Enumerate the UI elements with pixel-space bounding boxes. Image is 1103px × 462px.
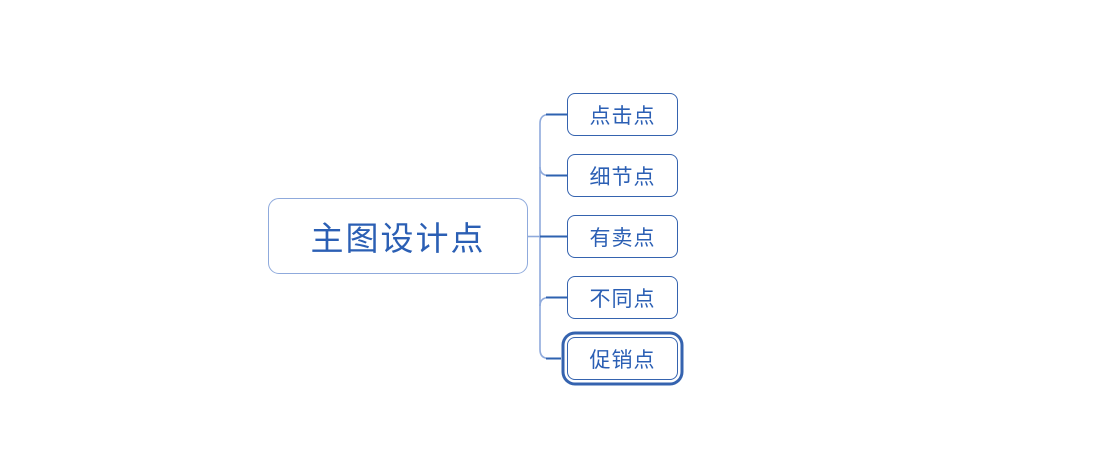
connector-elbow-child-2	[539, 166, 550, 177]
subtopic-node-click-point[interactable]: 点击点	[567, 93, 678, 136]
root-topic-node[interactable]: 主图设计点	[268, 198, 528, 274]
subtopic-node-detail-point[interactable]: 细节点	[567, 154, 678, 197]
subtopic-node-promotion-point-selected[interactable]: 促销点	[567, 337, 678, 380]
subtopic-node-selling-point[interactable]: 有卖点	[567, 215, 678, 258]
subtopic-node-difference-point[interactable]: 不同点	[567, 276, 678, 319]
connector-elbow-child-4	[539, 296, 550, 307]
connector-trunk	[539, 113, 550, 360]
